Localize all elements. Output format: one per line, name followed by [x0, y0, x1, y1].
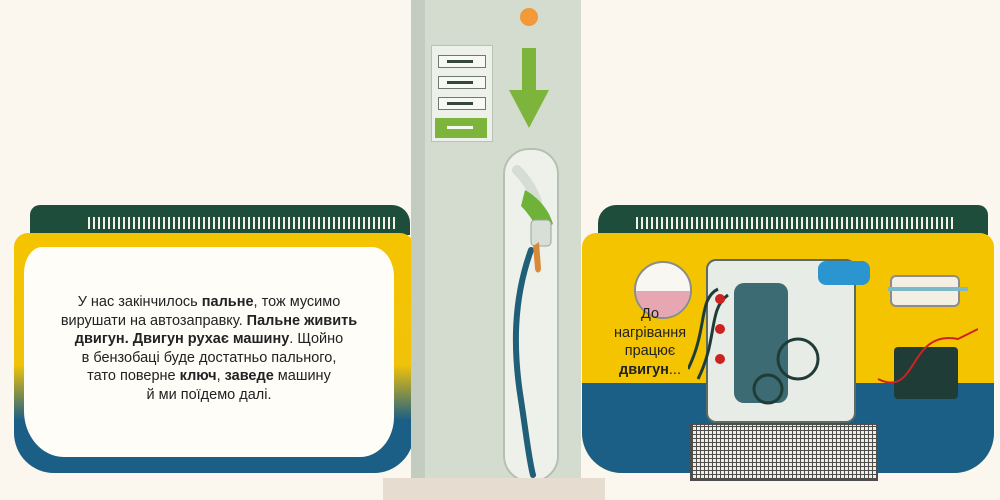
engine-caption-ellipsis: ...: [668, 361, 681, 378]
story-text: У нас закінчилось пальне, тож мусимо вир…: [24, 293, 394, 404]
story-text-bold: двигун. Двигун рухає машину: [74, 331, 290, 347]
down-arrow-icon: [522, 48, 536, 92]
engine-caption: До нагрівання працює двигун...: [590, 305, 710, 379]
story-text-bold: ключ: [179, 368, 217, 384]
fuel-nozzle-icon: [512, 165, 553, 478]
story-text-bold: Пальне живить: [246, 312, 358, 329]
pump-readout: [438, 76, 486, 89]
right-car-illustration: До нагрівання працює двигун...: [578, 205, 1000, 481]
pump-display-panel: [431, 45, 493, 142]
engine-radiator-grid: [690, 423, 878, 481]
car-battery: [894, 347, 958, 399]
indicator-dot-icon: [520, 8, 538, 26]
story-text-span: вирушати на автозаправку.: [60, 312, 247, 329]
engine-cylinder: [734, 283, 788, 403]
engine-wiring: [688, 287, 978, 405]
fuel-pump-illustration: [383, 0, 605, 500]
right-car-roof: [598, 205, 988, 235]
story-text-span: машину: [273, 368, 331, 384]
story-text-span: У нас закінчилось: [77, 294, 202, 310]
pump-readout: [438, 55, 486, 68]
story-text-bold: пальне: [201, 294, 254, 310]
coolant-reservoir: [634, 261, 692, 319]
engine-caption-line: До: [640, 306, 660, 322]
story-text-span: . Щойно: [289, 331, 344, 347]
story-text-panel: У нас закінчилось пальне, тож мусимо вир…: [24, 247, 394, 457]
engine-caption-line: працює: [624, 343, 676, 359]
fluid-bottle: [818, 261, 870, 285]
pump-base: [383, 478, 605, 500]
pump-readout: [438, 97, 486, 110]
left-car-roof: [30, 205, 410, 235]
story-text-span: тато поверне: [87, 368, 180, 384]
down-arrow-head: [509, 90, 549, 128]
story-text-span: в бензобаці буде достатньо пального,: [81, 349, 337, 366]
story-text-span: , тож мусимо: [253, 294, 341, 310]
left-roof-grille: [88, 217, 398, 229]
story-text-bold: заведе: [224, 368, 274, 384]
story-text-span: й ми поїдемо далі.: [146, 386, 272, 403]
engine-caption-bold: двигун: [619, 361, 669, 378]
pump-green-label: [435, 118, 487, 138]
right-roof-grille: [636, 217, 956, 229]
story-text-span: ,: [216, 368, 225, 384]
engine-caption-line: нагрівання: [613, 324, 687, 341]
left-car-illustration: У нас закінчилось пальне, тож мусимо вир…: [0, 205, 420, 475]
pump-column-shade: [411, 0, 425, 500]
